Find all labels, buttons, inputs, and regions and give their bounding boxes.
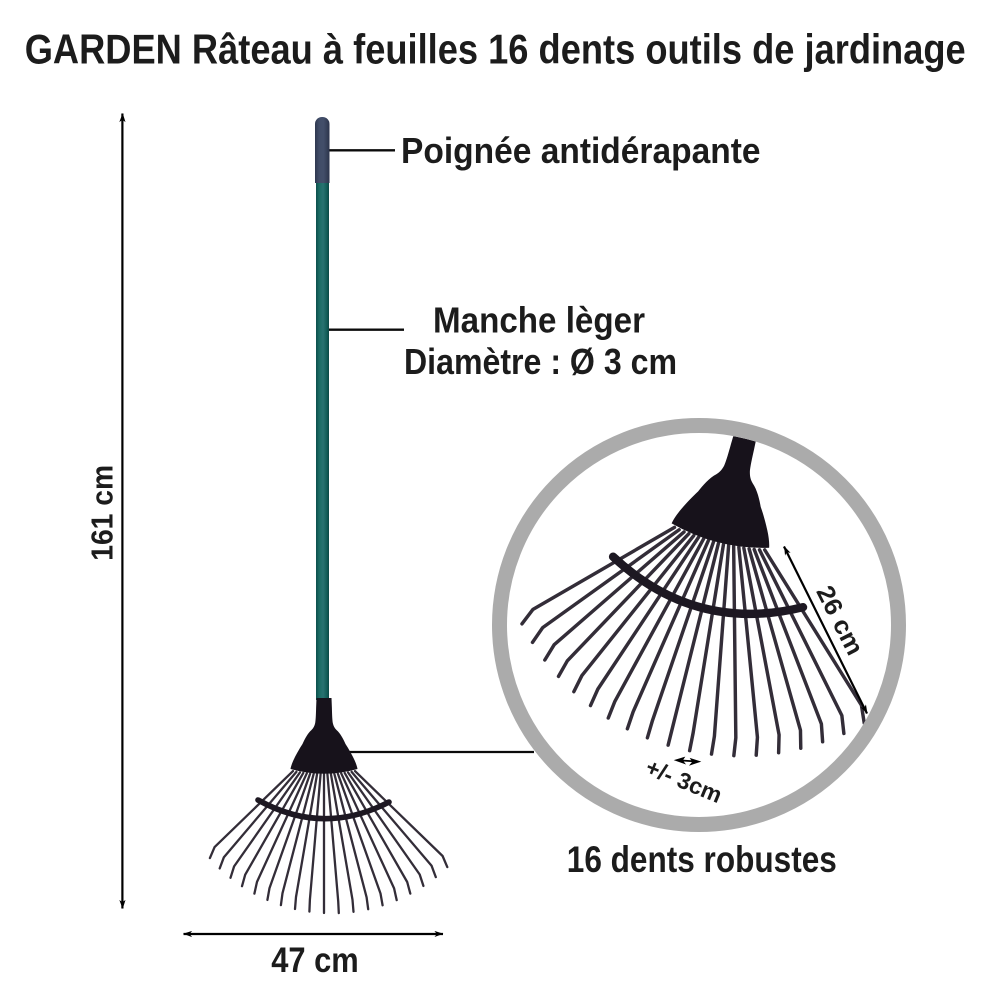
svg-text:16 dents robustes: 16 dents robustes <box>567 839 837 880</box>
svg-text:Manche lèger: Manche lèger <box>433 300 645 341</box>
svg-text:GARDEN Râteau à feuilles 16 de: GARDEN Râteau à feuilles 16 dents outils… <box>25 26 966 73</box>
svg-text:161 cm: 161 cm <box>85 465 120 561</box>
svg-text:47 cm: 47 cm <box>271 941 359 980</box>
svg-text:Diamètre : Ø 3 cm: Diamètre : Ø 3 cm <box>404 341 677 382</box>
svg-text:Poignée antidérapante: Poignée antidérapante <box>401 130 761 171</box>
